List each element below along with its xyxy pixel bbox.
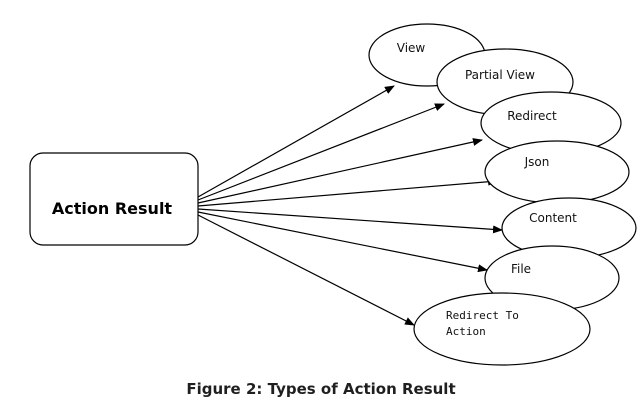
source-node: Action Result xyxy=(29,152,199,246)
target-ellipse-redirect-to-action xyxy=(413,292,591,366)
target-json: Json xyxy=(484,140,630,204)
arrow-to-view xyxy=(197,85,395,198)
arrow-to-json xyxy=(197,177,498,207)
target-label-content: Content xyxy=(529,211,577,225)
arrows xyxy=(197,85,503,326)
target-label-partial-view: Partial View xyxy=(465,68,535,82)
target-label-redirect-to-action-line-1: Redirect To xyxy=(446,309,519,322)
arrow-to-content xyxy=(197,208,503,234)
arrow-to-redirect-to-action xyxy=(197,214,415,326)
target-label-redirect-to-action: Redirect To Action xyxy=(446,309,525,338)
target-label-redirect: Redirect xyxy=(507,109,557,123)
target-label-file: File xyxy=(511,262,531,276)
target-label-view: View xyxy=(397,41,426,55)
source-box xyxy=(29,152,199,246)
arrow-to-redirect xyxy=(197,138,483,204)
figure-caption: Figure 2: Types of Action Result xyxy=(186,380,456,398)
source-label: Action Result xyxy=(52,199,173,218)
arrow-to-file xyxy=(197,211,488,273)
target-ellipse-json xyxy=(484,140,630,204)
arrow-to-partial-view xyxy=(197,103,445,201)
target-redirect-to-action: Redirect To Action xyxy=(413,292,591,366)
target-redirect: Redirect xyxy=(480,91,622,155)
target-label-json: Json xyxy=(524,155,550,169)
target-label-redirect-to-action-line-2: Action xyxy=(446,325,486,338)
